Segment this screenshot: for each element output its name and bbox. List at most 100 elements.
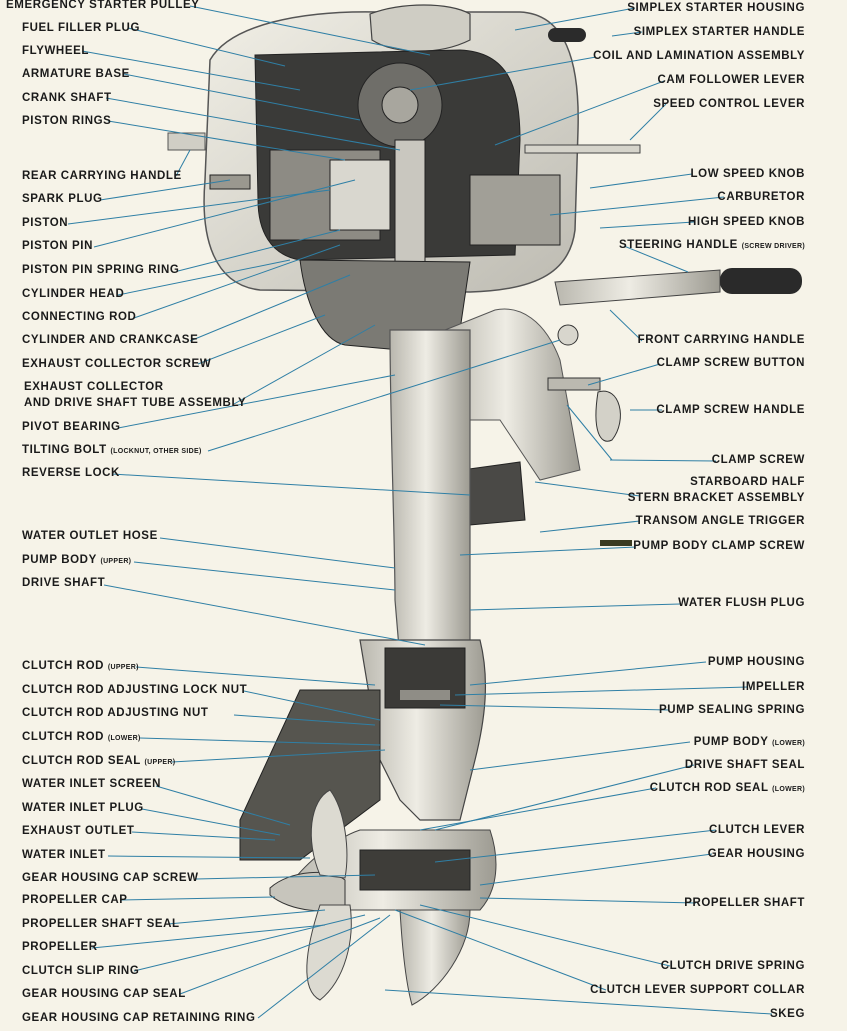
label-water-inlet-plug: WATER INLET PLUG xyxy=(22,802,144,814)
speed-lever-shape xyxy=(524,144,641,154)
label-rear-carrying-handle: REAR CARRYING HANDLE xyxy=(22,170,182,182)
crankshaft-shape xyxy=(394,139,426,271)
propeller-blade-lower xyxy=(306,904,352,1001)
label-high-speed-knob: HIGH SPEED KNOB xyxy=(688,216,805,228)
tilting-bolt-text: TILTING BOLT xyxy=(22,444,107,456)
label-drive-shaft-seal: DRIVE SHAFT SEAL xyxy=(684,759,805,771)
label-emergency-starter-pulley: EMERGENCY STARTER PULLEY xyxy=(6,0,200,11)
label-propeller-shaft: PROPELLER SHAFT xyxy=(684,897,805,909)
label-tilting-bolt: TILTING BOLT (LOCKNUT, OTHER SIDE) xyxy=(22,444,202,458)
label-front-carrying-handle: FRONT CARRYING HANDLE xyxy=(637,334,805,346)
label-speed-control-lever: SPEED CONTROL LEVER xyxy=(653,98,805,110)
reverse-lock-shape xyxy=(461,461,526,526)
drive-shaft-tube xyxy=(389,329,471,661)
label-coil-and-lamination-assembly: COIL AND LAMINATION ASSEMBLY xyxy=(593,50,805,62)
label-pump-body-clamp-screw: PUMP BODY CLAMP SCREW xyxy=(633,540,805,552)
label-cylinder-and-crankcase: CYLINDER AND CRANKCASE xyxy=(22,334,199,346)
label-low-speed-knob: LOW SPEED KNOB xyxy=(690,168,805,180)
label-carburetor: CARBURETOR xyxy=(717,191,805,203)
label-simplex-starter-housing: SIMPLEX STARTER HOUSING xyxy=(627,2,805,14)
label-piston-pin-spring-ring: PISTON PIN SPRING RING xyxy=(22,264,180,276)
label-water-flush-plug: WATER FLUSH PLUG xyxy=(678,597,805,609)
label-piston-pin: PISTON PIN xyxy=(22,240,93,252)
clutch-rod-seal-upper-text: CLUTCH ROD SEAL xyxy=(22,755,141,767)
clamp-screw-button-shape xyxy=(557,324,579,346)
steering-handle-note: (SCREW DRIVER) xyxy=(741,243,805,250)
steering-handle-shape xyxy=(554,269,721,306)
label-exhaust-collector-line1: EXHAUST COLLECTOR xyxy=(24,381,164,393)
smudge-mark xyxy=(600,540,632,546)
label-starboard-half-line1: STARBOARD HALF xyxy=(690,476,805,488)
clutch-rod-seal-upper-note: (UPPER) xyxy=(144,759,176,766)
carburetor-shape xyxy=(469,174,561,246)
label-reverse-lock: REVERSE LOCK xyxy=(22,467,120,479)
label-clamp-screw-button: CLAMP SCREW BUTTON xyxy=(656,357,805,369)
exhaust-outlet-shape xyxy=(239,689,381,861)
label-pump-body-lower: PUMP BODY (LOWER) xyxy=(694,736,805,750)
label-gear-housing-cap-screw: GEAR HOUSING CAP SCREW xyxy=(22,872,199,884)
label-transom-angle-trigger: TRANSOM ANGLE TRIGGER xyxy=(635,515,805,527)
clamp-screw-shape xyxy=(547,377,601,391)
label-clutch-rod-upper: CLUTCH ROD (UPPER) xyxy=(22,660,139,674)
label-exhaust-outlet: EXHAUST OUTLET xyxy=(22,825,135,837)
label-impeller: IMPELLER xyxy=(742,681,805,693)
clamp-handle-shape xyxy=(595,390,621,442)
label-cam-follower-lever: CAM FOLLOWER LEVER xyxy=(657,74,805,86)
label-fuel-filler-plug: FUEL FILLER PLUG xyxy=(22,22,140,34)
clutch-rod-upper-note: (UPPER) xyxy=(107,664,139,671)
piston-shape xyxy=(329,159,391,231)
leader-lines xyxy=(67,5,773,1019)
propeller-blade-upper xyxy=(310,789,348,879)
label-starboard-half-line2: STERN BRACKET ASSEMBLY xyxy=(627,492,805,504)
label-clutch-rod-adjusting-lock-nut: CLUTCH ROD ADJUSTING LOCK NUT xyxy=(22,684,248,696)
label-pump-body-upper: PUMP BODY (UPPER) xyxy=(22,554,131,568)
label-gear-housing: GEAR HOUSING xyxy=(707,848,805,860)
label-water-inlet-screen: WATER INLET SCREEN xyxy=(22,778,162,790)
clutch-rod-upper-text: CLUTCH ROD xyxy=(22,660,105,672)
label-armature-base: ARMATURE BASE xyxy=(22,68,130,80)
clutch-rod-lower-note: (LOWER) xyxy=(107,735,141,742)
label-pivot-bearing: PIVOT BEARING xyxy=(22,421,121,433)
label-clutch-slip-ring: CLUTCH SLIP RING xyxy=(22,965,140,977)
label-clutch-rod-adjusting-nut: CLUTCH ROD ADJUSTING NUT xyxy=(22,707,209,719)
label-skeg: SKEG xyxy=(770,1008,805,1020)
label-exhaust-collector-screw: EXHAUST COLLECTOR SCREW xyxy=(22,358,212,370)
label-flywheel: FLYWHEEL xyxy=(22,45,89,57)
label-clutch-rod-lower: CLUTCH ROD (LOWER) xyxy=(22,731,141,745)
label-pump-housing: PUMP HOUSING xyxy=(707,656,805,668)
label-piston: PISTON xyxy=(22,217,69,229)
label-clutch-lever-support-collar: CLUTCH LEVER SUPPORT COLLAR xyxy=(590,984,805,996)
starter-housing-top xyxy=(369,4,471,52)
rear-handle-shape xyxy=(167,132,206,151)
label-drive-shaft: DRIVE SHAFT xyxy=(22,577,106,589)
simplex-starter-handle-grip xyxy=(548,28,586,42)
pump-body-upper-text: PUMP BODY xyxy=(22,554,97,566)
label-gear-housing-cap-seal: GEAR HOUSING CAP SEAL xyxy=(22,988,186,1000)
clutch-rod-lower-text: CLUTCH ROD xyxy=(22,731,105,743)
label-propeller: PROPELLER xyxy=(22,941,98,953)
label-clutch-rod-seal-upper: CLUTCH ROD SEAL (UPPER) xyxy=(22,755,175,769)
clutch-rod-seal-lower-text: CLUTCH ROD SEAL xyxy=(649,782,769,794)
clutch-rod-seal-lower-note: (LOWER) xyxy=(772,786,805,793)
label-steering-handle: STEERING HANDLE (SCREW DRIVER) xyxy=(619,239,805,253)
spark-plug-shape xyxy=(209,174,251,190)
label-water-outlet: WATER OUTLET HOSE xyxy=(22,530,158,542)
label-clamp-screw-handle: CLAMP SCREW HANDLE xyxy=(656,404,805,416)
pump-body-lower-note: (LOWER) xyxy=(772,740,805,747)
label-clamp-screw: CLAMP SCREW xyxy=(711,454,805,466)
tilting-bolt-note: (LOCKNUT, OTHER SIDE) xyxy=(110,448,202,455)
label-spark-plug: SPARK PLUG xyxy=(22,193,103,205)
stern-bracket-shape xyxy=(444,308,581,481)
label-water-inlet: WATER INLET xyxy=(22,849,106,861)
label-connecting-rod: CONNECTING ROD xyxy=(22,311,137,323)
pump-body-lower-text: PUMP BODY xyxy=(693,736,769,748)
label-cylinder-head: CYLINDER HEAD xyxy=(22,288,125,300)
skeg-shape xyxy=(399,909,471,1006)
label-simplex-starter-handle: SIMPLEX STARTER HANDLE xyxy=(633,26,805,38)
label-propeller-shaft-seal: PROPELLER SHAFT SEAL xyxy=(22,918,180,930)
label-gear-housing-cap-retaining-ring: GEAR HOUSING CAP RETAINING RING xyxy=(22,1012,256,1024)
label-piston-rings: PISTON RINGS xyxy=(22,115,112,127)
label-pump-sealing-spring: PUMP SEALING SPRING xyxy=(658,704,805,716)
